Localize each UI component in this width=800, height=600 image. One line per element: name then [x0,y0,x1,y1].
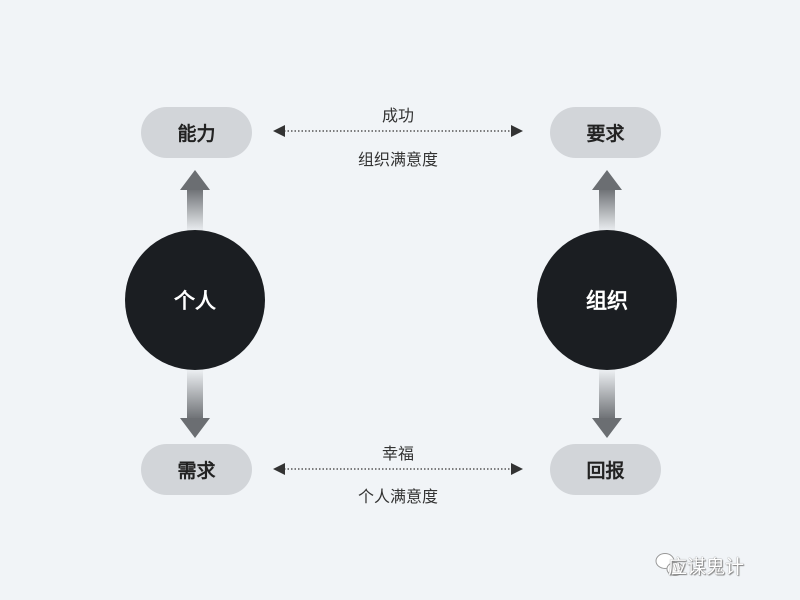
double-arrow-bottom [273,463,523,475]
label-happiness: 幸福 [381,444,414,463]
arrow-up-right [592,170,622,233]
node-individual: 个人 [125,230,265,370]
arrow-down-left [180,368,210,438]
arrow-up-left [180,170,210,233]
node-organization: 组织 [537,230,677,370]
label-org-satisfaction: 组织满意度 [357,150,438,169]
node-requirement: 要求 [550,107,661,158]
double-arrow-top [273,125,523,137]
node-need: 需求 [141,444,252,495]
node-ability: 能力 [141,107,252,158]
watermark: 应谋鬼计 [668,556,745,578]
label-success: 成功 [381,106,414,125]
arrow-down-right [592,368,622,438]
node-reward: 回报 [550,444,661,495]
label-personal-satisfaction: 个人满意度 [357,487,438,506]
